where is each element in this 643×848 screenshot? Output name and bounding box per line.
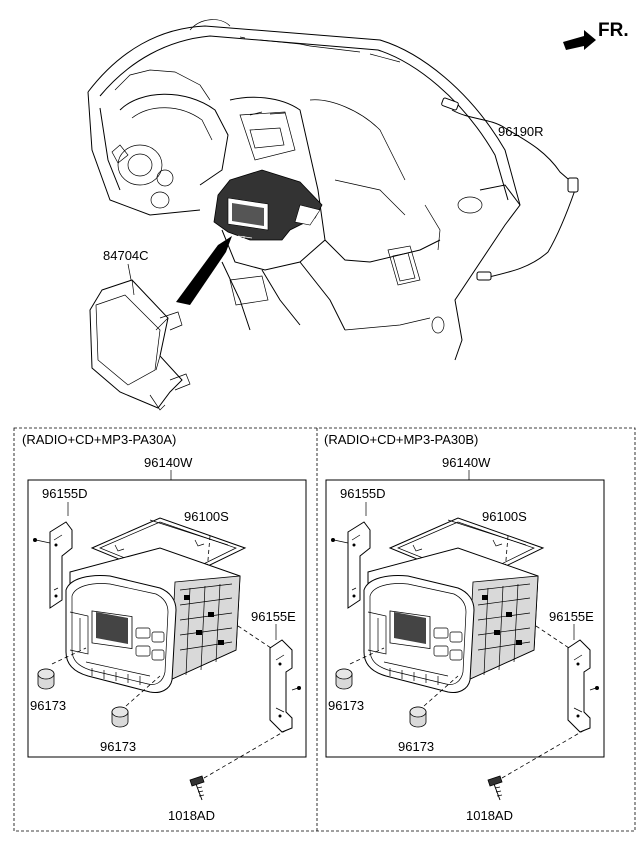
location-pointer (176, 236, 232, 305)
label-unit: 96100S (184, 509, 229, 524)
label-knob-1: 96173 (30, 698, 66, 713)
label-bracket-left: 96155D (340, 486, 386, 501)
label-knob-2: 96173 (398, 739, 434, 754)
assembly-box (325, 479, 605, 758)
cable-96190r: 96190R (441, 97, 579, 281)
label-bracket-right: 96155E (251, 609, 296, 624)
variants-outer-box (13, 427, 636, 832)
front-arrow-icon (563, 30, 596, 50)
variant-pa30a: (RADIO+CD+MP3-PA30A) 96140W 96155D 96100… (22, 432, 307, 823)
label-screw: 1018AD (466, 808, 513, 823)
front-label: FR. (598, 20, 629, 41)
bracket-84704c: 84704C (89, 248, 191, 411)
variant-pa30b: (RADIO+CD+MP3-PA30B) 96140W 96155D 96100… (324, 432, 605, 823)
label-assembly: 96140W (144, 455, 193, 470)
variant-title: (RADIO+CD+MP3-PA30B) (324, 432, 478, 447)
label-knob-1: 96173 (328, 698, 364, 713)
assembly-box (27, 479, 307, 758)
label-bracket-left: 96155D (42, 486, 88, 501)
variant-title: (RADIO+CD+MP3-PA30A) (22, 432, 176, 447)
label-bracket-right: 96155E (549, 609, 594, 624)
dashboard-illustration (87, 19, 521, 361)
label-assembly: 96140W (442, 455, 491, 470)
label-96190r: 96190R (498, 124, 544, 139)
label-84704c: 84704C (103, 248, 149, 263)
label-screw: 1018AD (168, 808, 215, 823)
label-unit: 96100S (482, 509, 527, 524)
radio-assembly-drawing-b (330, 501, 600, 801)
label-knob-2: 96173 (100, 739, 136, 754)
front-direction-indicator: FR. (563, 20, 629, 50)
radio-assembly-drawing-a (32, 501, 302, 801)
